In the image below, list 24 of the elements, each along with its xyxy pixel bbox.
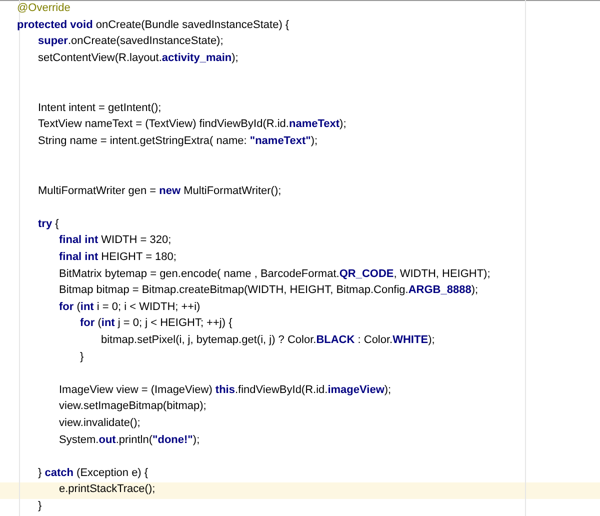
code-line: BitMatrix bytemap = gen.encode( name , BarcodeFormat.QR_CODE, WIDTH, HEIGHT);: [59, 266, 490, 281]
code-line: String name = intent.getStringExtra( name: "nameText");: [38, 134, 318, 148]
code-line: e.printStackTrace();: [59, 482, 156, 496]
code-line: } catch (Exception e) {: [38, 466, 148, 480]
code-line: bitmap.setPixel(i, j, bytemap.get(i, j) ? Color.BLACK : Color.WHITE);: [101, 333, 435, 347]
code-line: try {: [38, 216, 59, 231]
code-line: ImageView view = (ImageView) this.findViewById(R.id.imageView);: [59, 382, 392, 397]
code-line: view.setImageBitmap(bitmap);: [59, 399, 206, 414]
code-line: protected void onCreate(Bundle savedInstanceState) {: [17, 18, 290, 32]
code-line: setContentView(R.layout.activity_main);: [38, 50, 238, 65]
code-line: for (int j = 0; j < HEIGHT; ++j) {: [80, 316, 232, 330]
code-line: System.out.println("done!");: [59, 432, 200, 447]
code-line: Bitmap bitmap = Bitmap.createBitmap(WIDTH, HEIGHT, Bitmap.Config.ARGB_8888);: [59, 283, 478, 298]
code-line: final int WIDTH = 320;: [59, 233, 172, 248]
code-line: }: [80, 350, 84, 364]
code-line: MultiFormatWriter gen = new MultiFormatWriter();: [38, 184, 282, 198]
code-line: }: [38, 499, 42, 513]
code-line: for (int i = 0; i < WIDTH; ++i): [59, 300, 200, 314]
code-line: TextView nameText = (TextView) findViewById(R.id.nameText);: [38, 117, 346, 132]
code-line: super.onCreate(savedInstanceState);: [38, 34, 224, 48]
code-line: final int HEIGHT = 180;: [59, 250, 176, 264]
code-line: Intent intent = getIntent();: [38, 100, 162, 115]
code-line: view.invalidate();: [59, 416, 140, 430]
code-line: @Override: [17, 1, 70, 15]
